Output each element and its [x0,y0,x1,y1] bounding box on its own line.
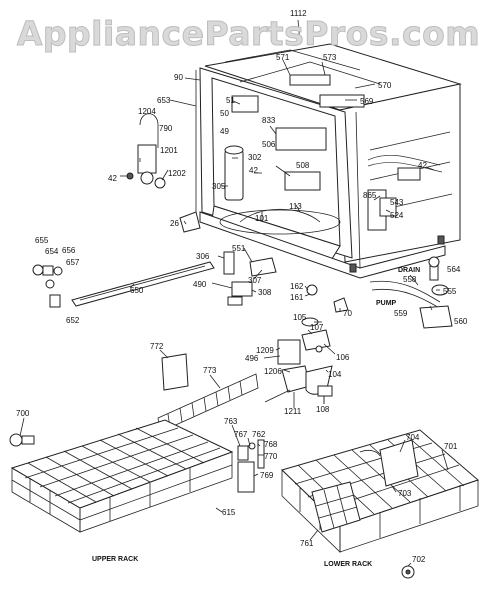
callout-70: 70 [343,309,352,318]
wheel-702[interactable] [401,565,415,579]
leveling-leg-assembly[interactable] [32,264,63,289]
tub-assembly[interactable] [179,43,462,279]
callout-769: 769 [260,471,274,480]
callout-761: 761 [300,539,314,548]
callout-762: 762 [252,430,266,439]
callout-570: 570 [378,81,392,90]
callout-767: 767 [234,430,248,439]
callout-702: 702 [412,555,426,564]
clip-652[interactable] [49,294,61,308]
callout-558: 558 [403,275,417,284]
callout-1211: 1211 [284,407,302,416]
lower-rack-basket[interactable] [281,429,479,553]
callout-573: 573 [323,53,337,62]
callout-49: 49 [220,127,229,136]
callout-564: 564 [447,265,461,274]
callout-650: 650 [130,286,144,295]
callout-569: 569 [360,97,374,106]
roller-700[interactable] [9,433,35,447]
callout-108: 108 [316,405,330,414]
callout-302: 302 [248,153,262,162]
callout-1201: 1201 [160,146,178,155]
pump-components[interactable] [277,284,349,408]
callout-490: 490 [193,280,207,289]
callout-1112: 1112 [290,9,307,18]
callout-555: 555 [443,287,457,296]
callout-654: 654 [45,247,59,256]
rack-stop-772[interactable] [161,353,189,391]
callout-105: 105 [293,313,307,322]
callout-51: 51 [226,96,235,105]
caption-drain: DRAIN [398,267,420,274]
callout-551: 551 [232,244,246,253]
callout-653: 653 [157,96,171,105]
callout-1202: 1202 [168,169,186,178]
callout-559: 559 [394,309,408,318]
callout-101: 101 [255,214,269,223]
callout-657: 657 [66,258,80,267]
callout-508: 508 [296,161,310,170]
callout-1206: 1206 [264,367,282,376]
callout-704: 704 [406,433,420,442]
callout-50: 50 [220,109,229,118]
callout-161: 161 [290,293,304,302]
callout-labels: 1112 571 573 570 569 90 653 51 50 49 833… [16,9,468,568]
callout-524: 524 [390,211,404,220]
callout-543: 543 [390,198,404,207]
callout-305: 305 [212,182,226,191]
callout-703: 703 [398,489,412,498]
callout-763: 763 [224,417,238,426]
caption-pump: PUMP [376,300,397,307]
callout-770: 770 [264,452,278,461]
leader-lines [19,19,449,567]
callout-107: 107 [310,323,324,332]
callout-308: 308 [258,288,272,297]
callout-700: 700 [16,409,30,418]
callout-655: 655 [35,236,49,245]
caption-upper-rack: UPPER RACK [92,556,138,563]
motor-mount-parts[interactable] [223,251,277,306]
callout-42-a: 42 [108,174,117,183]
callout-162: 162 [290,282,304,291]
callout-652: 652 [66,316,80,325]
callout-701: 701 [444,442,458,451]
callout-1204: 1204 [138,107,156,116]
callout-772: 772 [150,342,164,351]
callout-42-b: 42 [249,166,258,175]
callout-615: 615 [222,508,236,517]
callout-496: 496 [245,354,259,363]
callout-768: 768 [264,440,278,449]
upper-rack-basket[interactable] [10,419,234,533]
callout-773: 773 [203,366,217,375]
callout-306: 306 [196,252,210,261]
callout-42-c: 42 [418,161,427,170]
callout-26: 26 [170,219,179,228]
water-inlet-valve[interactable] [126,113,166,189]
callout-656: 656 [62,246,76,255]
callout-560: 560 [454,317,468,326]
callout-106: 106 [336,353,350,362]
callout-833: 833 [262,116,276,125]
callout-90: 90 [174,73,183,82]
callout-571: 571 [276,53,290,62]
callout-113: 113 [289,202,302,211]
callout-1209: 1209 [256,346,274,355]
callout-790: 790 [159,124,173,133]
callout-506: 506 [262,140,276,149]
callout-307: 307 [248,276,262,285]
rail-650[interactable] [71,261,215,307]
rack-adjuster-parts[interactable] [237,439,265,493]
caption-lower-rack: LOWER RACK [324,561,372,568]
callout-104: 104 [328,370,342,379]
callout-865: 865 [363,191,377,200]
